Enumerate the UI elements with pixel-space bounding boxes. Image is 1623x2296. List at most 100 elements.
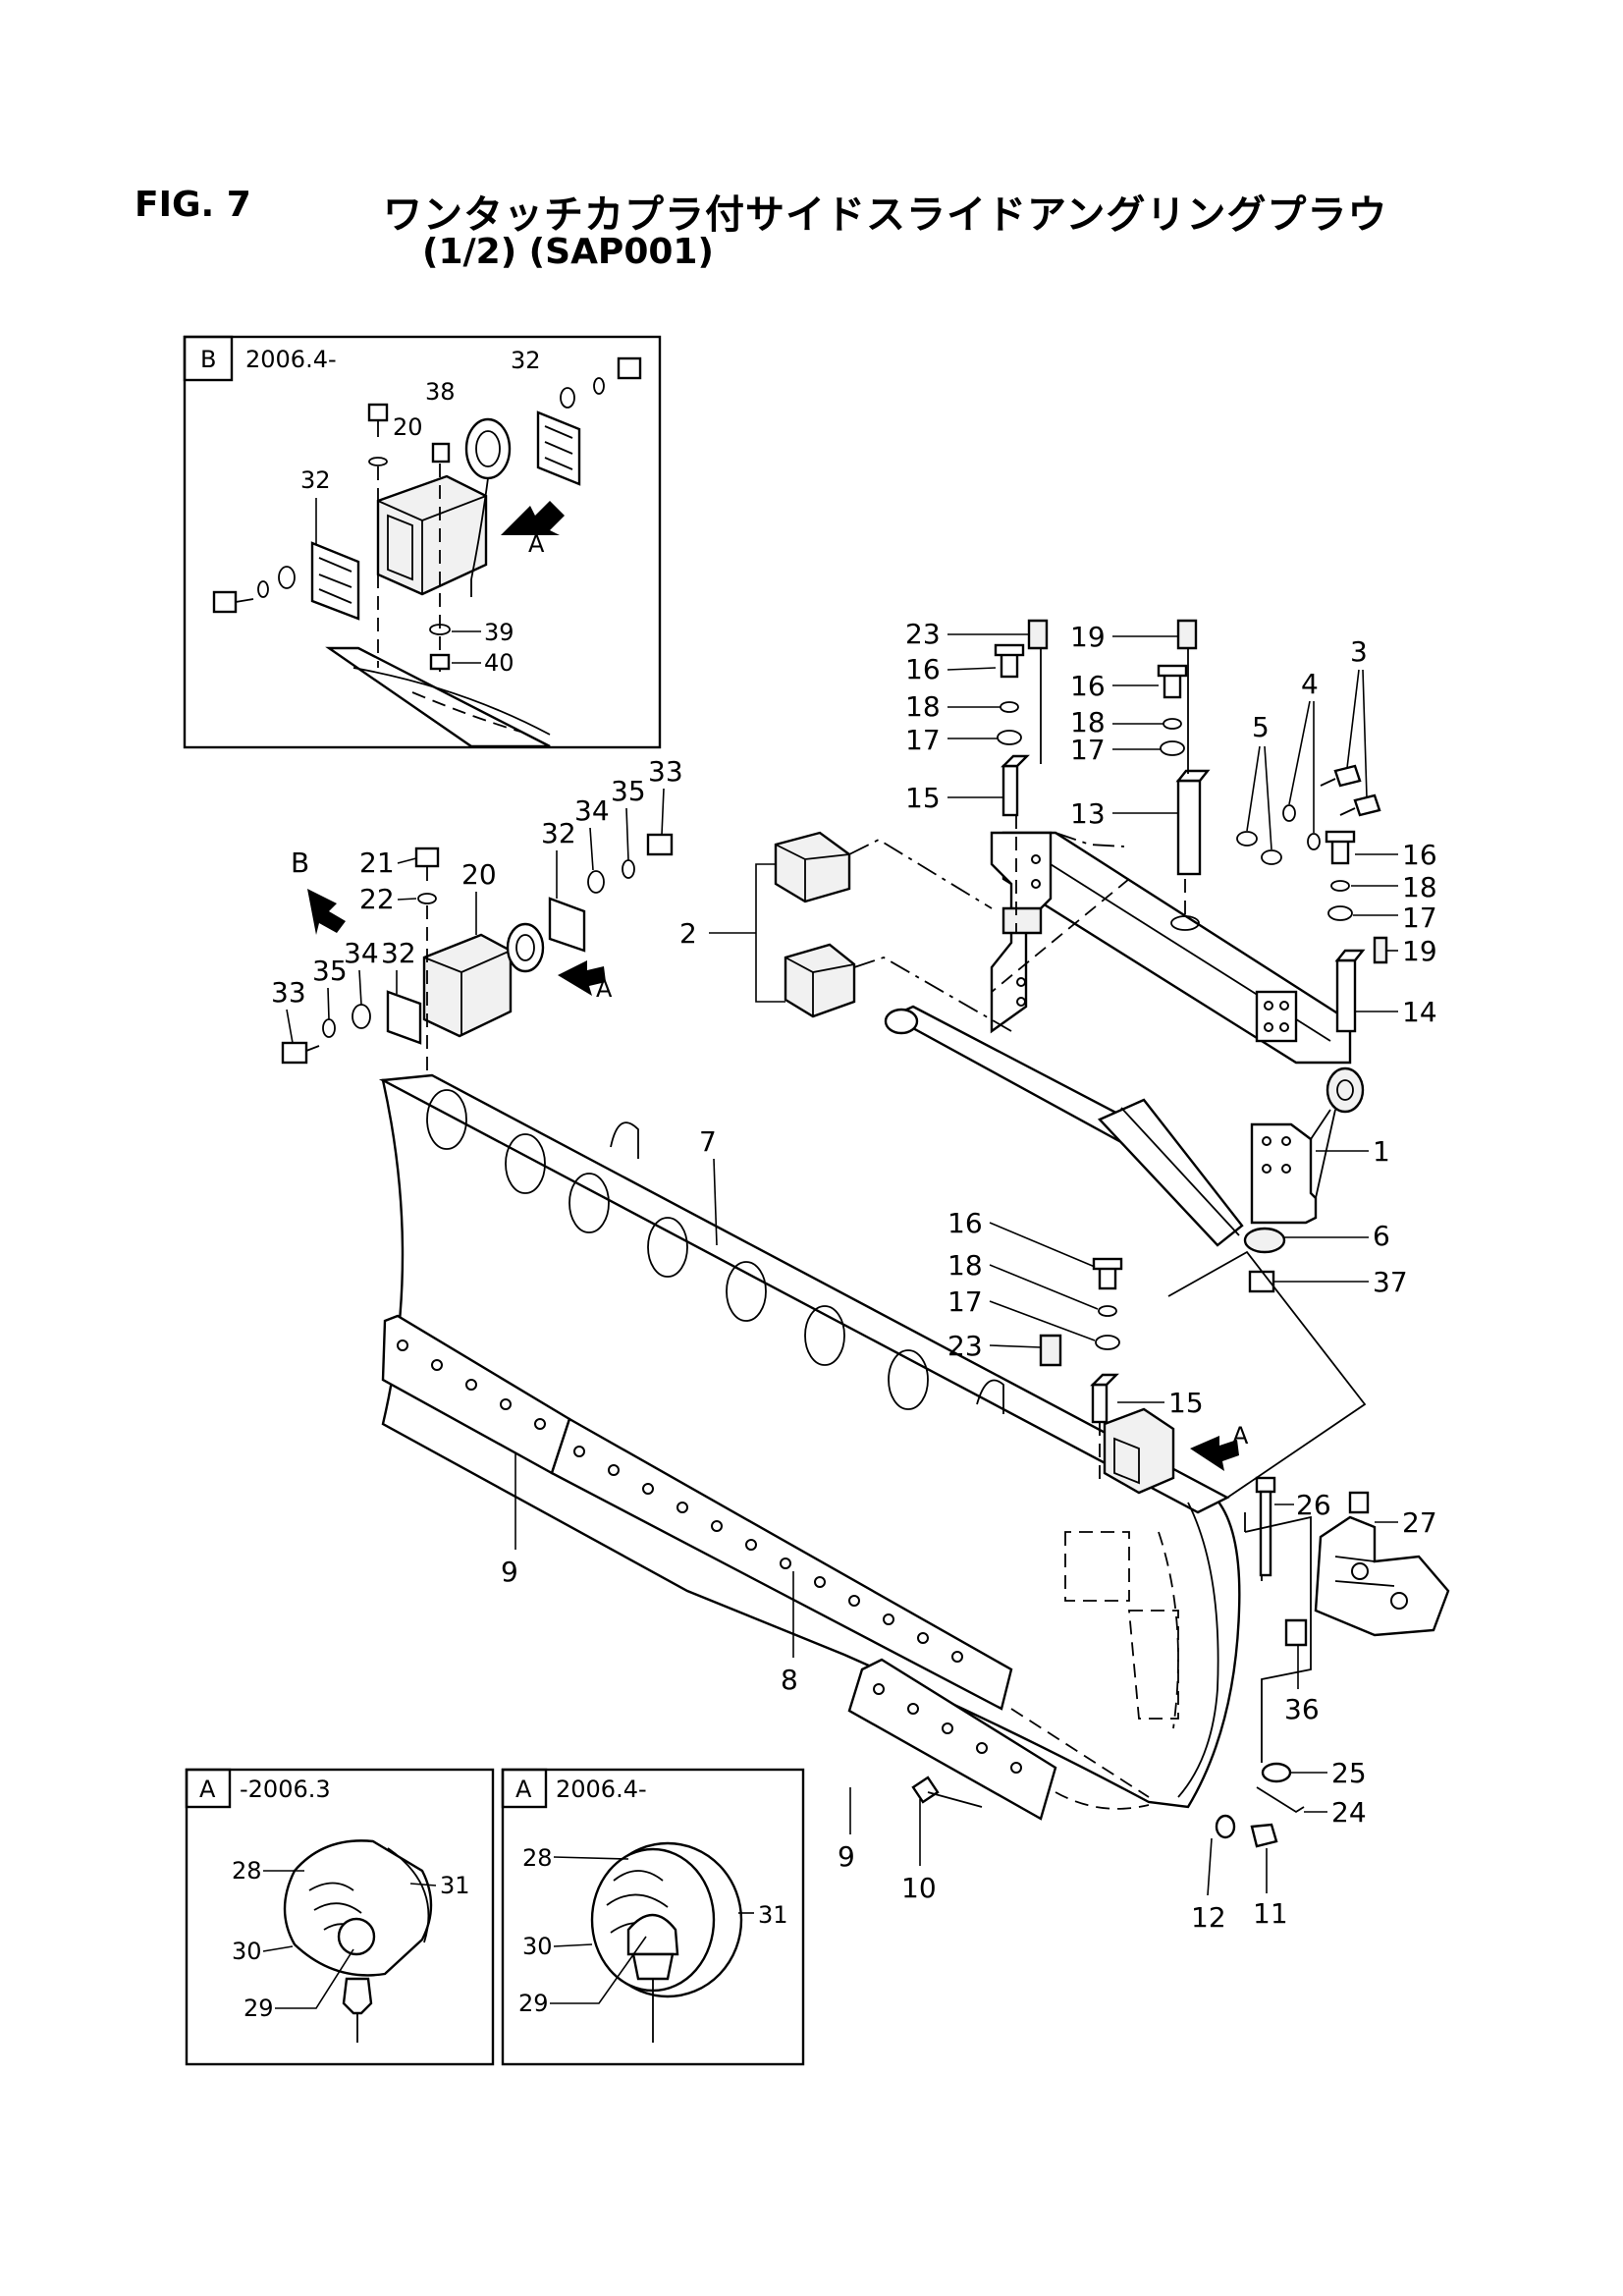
- frame-hole: [1016, 997, 1026, 1007]
- new-lamp-socket: [631, 1952, 675, 1981]
- pin-13-tab: [1175, 769, 1211, 783]
- shoe-guide-upper: [848, 838, 993, 909]
- edge-bolt-hole: [873, 1683, 885, 1695]
- shoe-guide-lower: [853, 957, 1012, 1032]
- washer-5b: [1261, 849, 1282, 865]
- coupler-pin-hole: [1390, 1592, 1408, 1610]
- callout-10: 10: [901, 1872, 937, 1904]
- slide-shoe-lower: [784, 943, 856, 1018]
- bracket-hole: [1262, 1164, 1271, 1174]
- leader-34-right: [589, 827, 594, 871]
- inset-b-bolt-38: [431, 442, 451, 464]
- callout-32: 32: [511, 347, 541, 374]
- slide-shoe-lower-edges: [784, 957, 855, 1016]
- spring-washer-4b: [1307, 833, 1321, 850]
- pad-hole: [1279, 1001, 1289, 1011]
- edge-bolt-hole: [814, 1576, 826, 1588]
- frame-hole: [1031, 879, 1041, 889]
- bolt-16-far: [1330, 838, 1350, 865]
- bolt-16-left: [1000, 651, 1019, 679]
- hidden-bracket-outline: [1064, 1531, 1130, 1602]
- bracket-hole: [1281, 1136, 1291, 1146]
- edge-bolt-hole: [942, 1722, 953, 1734]
- inset-b-view-arrow: [501, 501, 565, 535]
- edge-bolt-hole: [573, 1446, 585, 1457]
- grease-fitting-23: [1027, 619, 1049, 650]
- cylinder-guide: [1167, 1250, 1367, 1499]
- callout-17: 17: [1070, 734, 1106, 766]
- page-subtitle: (1/2) (SAP001): [422, 232, 714, 272]
- nut-11: [1250, 1823, 1278, 1848]
- view-arrow-b-label: B: [291, 847, 309, 879]
- callout-15: 15: [1168, 1387, 1204, 1419]
- cotter-pin-24: [1256, 1786, 1305, 1814]
- bolt-3a: [1333, 764, 1362, 788]
- inset-a-new-frame: [501, 1768, 805, 2066]
- edge-bolt-hole: [917, 1632, 929, 1644]
- view-arrow-a-lamp: [558, 960, 606, 996]
- lamp-bracket: [422, 933, 513, 1038]
- bolt-33-left: [281, 1041, 308, 1065]
- callout-15: 15: [905, 782, 941, 814]
- callout-6: 6: [1373, 1220, 1390, 1252]
- blade-rib: [804, 1305, 845, 1366]
- lamp-assembly: B A 21 22 20 32 34 35 33 32 34 35 33: [271, 755, 683, 1080]
- pin-13: [1176, 779, 1202, 876]
- hidden-coupler-outline: [1128, 1610, 1179, 1720]
- inset-b-bracket-window: [387, 514, 413, 581]
- inset-a-new-tag: A: [515, 1776, 532, 1803]
- washer-17-left: [997, 730, 1022, 745]
- inset-b-blade-dash: [411, 691, 521, 733]
- leader-3b: [1362, 669, 1368, 798]
- edge-bolt-hole: [711, 1520, 723, 1532]
- leader-33-right: [661, 788, 665, 836]
- pin-15-upper-tab: [1001, 754, 1030, 768]
- inset-b-lamp-bracket: [376, 474, 488, 596]
- inset-b-bracket-edges: [377, 495, 487, 594]
- grease-fitting-19-far: [1373, 936, 1388, 964]
- leader-7: [713, 1158, 718, 1246]
- pivot-bore: [1336, 1079, 1354, 1101]
- leader-5b: [1264, 745, 1272, 850]
- bolt-16-left-head: [994, 643, 1025, 657]
- callout-2: 2: [679, 917, 697, 950]
- inset-a-new: A 2006.4- 28 31 30 29: [501, 1768, 805, 2066]
- spring-washer-18-lower: [1098, 1305, 1117, 1317]
- old-lamp-rim: [387, 1847, 430, 1943]
- inset-b-blade-curve: [352, 667, 551, 736]
- old-lamp-base: [342, 1977, 373, 2015]
- callout-12: 12: [1191, 1901, 1226, 1934]
- leader-3a: [1346, 669, 1360, 769]
- view-arrow-a-blade-label: A: [1232, 1422, 1249, 1449]
- callout-7: 7: [699, 1125, 717, 1158]
- bracket-1-edges: [1310, 1109, 1336, 1199]
- edge-bolt-hole: [951, 1651, 963, 1663]
- callout-35: 35: [312, 955, 348, 987]
- inset-b-view-arrow-label: A: [528, 530, 545, 558]
- leader-35-right: [625, 807, 629, 861]
- callout-33: 33: [648, 755, 683, 788]
- inset-b-tag: B: [200, 346, 216, 373]
- callout-18: 18: [1402, 871, 1437, 903]
- blade-hidden-curve: [1158, 1531, 1179, 1729]
- inset-a-new-tag-box: [501, 1768, 548, 1809]
- lifting-hook-left: [610, 1121, 639, 1159]
- edge-bolt-hole: [608, 1464, 620, 1476]
- leader-18-lower: [989, 1264, 1099, 1310]
- edge-hidden-line: [1010, 1708, 1150, 1798]
- washer-12: [1215, 1814, 1236, 1839]
- leader-30-new: [553, 1943, 593, 1947]
- inset-b-top-washer: [368, 457, 388, 466]
- moldboard: [381, 1078, 1241, 1809]
- callout-25: 25: [1331, 1757, 1367, 1789]
- inset-a-old: A -2006.3 28 31 30 29: [185, 1768, 495, 2066]
- blade-rib: [568, 1173, 610, 1233]
- pin-15-lower: [1091, 1383, 1109, 1424]
- inset-b: B 2006.4-: [183, 335, 662, 749]
- callout-8: 8: [781, 1664, 798, 1696]
- inset-a-old-frame: [185, 1768, 495, 2066]
- plow-blade: A 7 9 8 9 10: [378, 1073, 1450, 1934]
- callout-29: 29: [243, 1995, 274, 2022]
- work-lamp: [506, 922, 545, 973]
